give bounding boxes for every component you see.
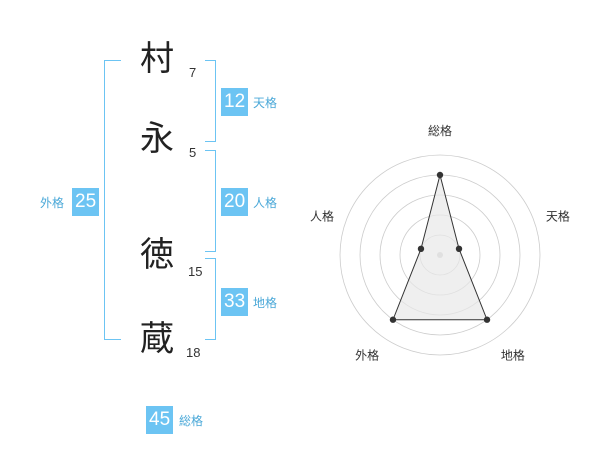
tenkaku-value: 12 xyxy=(221,88,249,116)
radar-point-3 xyxy=(483,316,491,323)
stroke-count-4: 18 xyxy=(186,345,201,360)
radar-axis-label-2: 天格 xyxy=(546,209,570,224)
radar-data-polygon xyxy=(392,174,488,321)
gaikaku-value: 25 xyxy=(72,188,100,216)
name-char-3: 徳 xyxy=(140,235,174,275)
stroke-count-2: 5 xyxy=(189,145,197,160)
soukaku-label: 総格 xyxy=(179,414,204,428)
radar-axis-label-1: 総格 xyxy=(428,123,452,138)
soukaku-value: 45 xyxy=(146,406,174,434)
radar-point-5 xyxy=(417,245,425,253)
name-char-2: 永 xyxy=(140,119,174,159)
radar-data-points xyxy=(389,171,491,323)
radar-axis-label-5: 人格 xyxy=(310,209,334,224)
jinkaku-label: 人格 xyxy=(253,196,278,210)
chikaku-label: 地格 xyxy=(253,296,278,310)
radar-point-2 xyxy=(455,245,463,253)
name-char-1: 村 xyxy=(140,39,174,79)
tenkaku-bracket xyxy=(205,60,216,142)
stroke-count-1: 7 xyxy=(189,65,197,80)
gaikaku-bracket xyxy=(104,60,121,340)
jinkaku-bracket xyxy=(205,150,216,252)
tenkaku-label: 天格 xyxy=(253,96,278,110)
radar-point-1 xyxy=(436,171,444,179)
gaikaku-label: 外格 xyxy=(40,196,65,210)
jinkaku-value: 20 xyxy=(221,188,249,216)
radar-ring xyxy=(339,154,541,356)
radar-point-4 xyxy=(389,316,397,323)
radar-axis-label-4: 外格 xyxy=(355,347,379,362)
name-char-4: 蔵 xyxy=(140,319,174,359)
stroke-count-3: 15 xyxy=(188,264,203,279)
radar-axis-label-3: 地格 xyxy=(501,347,525,362)
chikaku-bracket xyxy=(205,258,216,340)
chikaku-value: 33 xyxy=(221,288,249,316)
